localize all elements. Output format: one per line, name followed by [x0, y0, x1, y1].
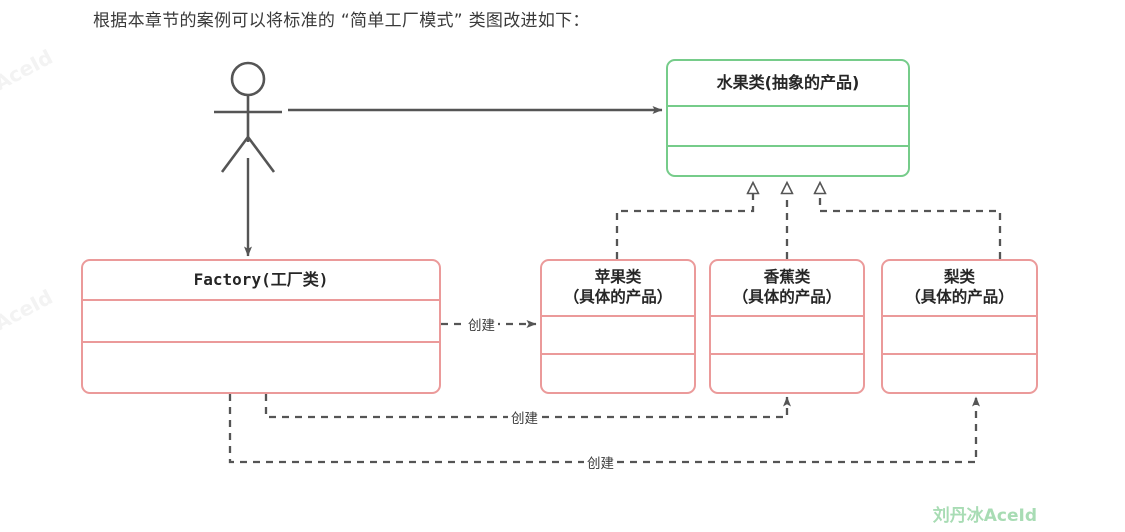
- class-title-banana: 香蕉类 （具体的产品）: [711, 261, 863, 315]
- class-operations-apple: + Show(): [542, 353, 694, 392]
- class-operations-banana: + Show(): [711, 353, 863, 392]
- class-title-line: 水果类(抽象的产品): [716, 72, 860, 92]
- class-operations-abstract-product: + Show() //产品的某方法: [668, 145, 908, 175]
- edge-apple-realizes: [615, 183, 753, 259]
- class-box-pear[interactable]: 梨类 （具体的产品） + Show(): [881, 259, 1038, 394]
- class-operations-factory: + CreateProduct():AbstractProduct //生产产品…: [83, 341, 439, 392]
- edge-factory-creates-pear: [228, 394, 980, 464]
- class-title-pear: 梨类 （具体的产品）: [883, 261, 1036, 315]
- actor-stick-figure: [214, 61, 282, 173]
- class-attributes-apple: [542, 315, 694, 353]
- class-title-line: （具体的产品）: [732, 288, 842, 306]
- edge-label-creates-banana: 创建: [508, 407, 541, 427]
- class-attributes-factory: [83, 299, 439, 341]
- class-title-line: 梨类: [943, 268, 975, 287]
- class-attributes-abstract-product: [668, 105, 908, 145]
- class-attributes-pear: [883, 315, 1036, 353]
- edge-pear-realizes: [820, 183, 1002, 259]
- class-title-line: （具体的产品）: [563, 288, 673, 306]
- edge-label-creates-apple: 创建: [465, 314, 498, 334]
- class-title-line: 苹果类: [594, 268, 642, 287]
- page-caption: 根据本章节的案例可以将标准的 “简单工厂模式” 类图改进如下：: [93, 11, 590, 31]
- class-title-apple: 苹果类 （具体的产品）: [542, 261, 694, 315]
- class-box-factory[interactable]: Factory(工厂类) + CreateProduct():AbstractP…: [81, 259, 441, 394]
- class-attributes-banana: [711, 315, 863, 353]
- watermark-author: 刘丹冰AceId: [932, 506, 1037, 526]
- class-title-factory: Factory(工厂类): [83, 261, 439, 299]
- class-box-apple[interactable]: 苹果类 （具体的产品） + Show(): [540, 259, 696, 394]
- class-title-line: 香蕉类: [763, 268, 811, 287]
- edge-label-creates-pear: 创建: [584, 452, 617, 472]
- class-box-banana[interactable]: 香蕉类 （具体的产品） + Show(): [709, 259, 865, 394]
- class-operations-pear: + Show(): [883, 353, 1036, 392]
- class-title-abstract-product: 水果类(抽象的产品): [668, 61, 908, 105]
- class-title-line: （具体的产品）: [905, 288, 1014, 306]
- class-title-line: Factory(工厂类): [193, 269, 329, 289]
- operation-row: + CreateProduct():AbstractProduct: [91, 390, 431, 392]
- class-box-abstract-product[interactable]: 水果类(抽象的产品) + Show() //产品的某方法: [666, 59, 910, 177]
